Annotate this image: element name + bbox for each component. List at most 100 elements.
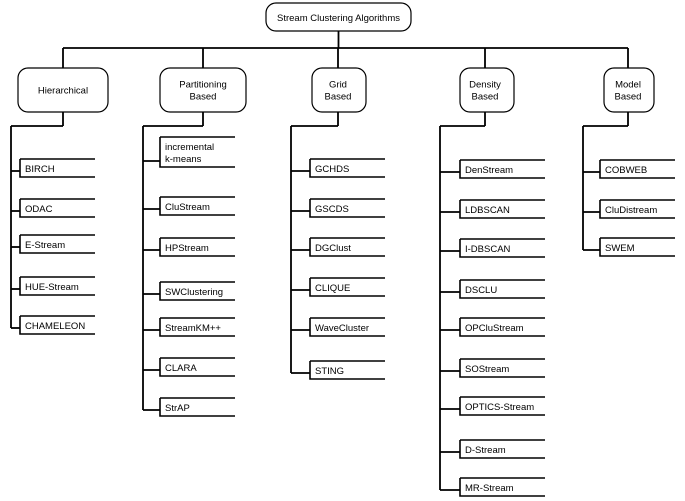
algorithm-item: HPStream: [143, 237, 235, 257]
algorithm-item: SOStream: [440, 358, 545, 378]
algorithm-item: DGClust: [291, 237, 385, 257]
item-bracket: [159, 237, 235, 257]
item-bracket: [159, 397, 235, 417]
item-bracket: [459, 439, 545, 459]
category-label-grid: Based: [325, 92, 352, 103]
algorithm-label: I-DBSCAN: [465, 244, 511, 255]
item-bracket: [159, 357, 235, 377]
algorithm-label: DenStream: [465, 165, 513, 176]
algorithm-label: incremental: [165, 142, 214, 153]
category-label-model: Based: [615, 92, 642, 103]
item-bracket: [459, 199, 545, 219]
algorithm-label: LDBSCAN: [465, 205, 510, 216]
algorithm-item: STING: [291, 360, 385, 380]
item-bracket: [19, 234, 95, 254]
algorithm-label: HPStream: [165, 243, 209, 254]
category-box-hierarchical: [17, 67, 109, 113]
item-bracket: [459, 477, 545, 497]
algorithm-item: COBWEB: [583, 159, 675, 179]
diagram-nodes: Stream Clustering Algorithms Hierarchica…: [11, 2, 675, 497]
category-label-density: Density: [469, 80, 501, 91]
item-bracket: [309, 277, 385, 297]
algorithm-label: CLIQUE: [315, 283, 350, 294]
category-box-model: [603, 67, 655, 113]
item-bracket: [599, 199, 675, 219]
item-bracket: [599, 159, 675, 179]
algorithm-item: OPTICS-Stream: [440, 396, 545, 416]
algorithm-item: D-Stream: [440, 439, 545, 459]
algorithm-label: D-Stream: [465, 445, 506, 456]
algorithm-item: StreamKM++: [143, 317, 235, 337]
algorithm-item: GSCDS: [291, 198, 385, 218]
algorithm-item: DenStream: [440, 159, 545, 179]
category-box-partitioning: [159, 67, 247, 113]
algorithm-item: StrAP: [143, 397, 235, 417]
algorithm-label: COBWEB: [605, 165, 647, 176]
item-bracket: [159, 317, 235, 337]
algorithm-label: WaveCluster: [315, 323, 369, 334]
algorithm-label: StreamKM++: [165, 323, 221, 334]
item-bracket: [19, 158, 95, 178]
item-bracket: [459, 317, 545, 337]
item-bracket: [599, 237, 675, 257]
algorithm-item: CLARA: [143, 357, 235, 377]
item-bracket: [159, 196, 235, 216]
algorithm-item: CluStream: [143, 196, 235, 216]
algorithm-label: DGClust: [315, 243, 351, 254]
algorithm-label: E-Stream: [25, 240, 65, 251]
algorithm-item: HUE-Stream: [11, 276, 95, 296]
item-bracket: [309, 198, 385, 218]
algorithm-label: STING: [315, 366, 344, 377]
category-label-grid: Grid: [329, 80, 347, 91]
algorithm-item: GCHDS: [291, 158, 385, 178]
item-bracket: [309, 237, 385, 257]
algorithm-label: StrAP: [165, 403, 190, 414]
category-label-hierarchical: Hierarchical: [38, 86, 88, 97]
algorithm-label: SWClustering: [165, 287, 223, 298]
algorithm-item: I-DBSCAN: [440, 238, 545, 258]
algorithm-label: MR-Stream: [465, 483, 514, 494]
item-bracket: [19, 198, 95, 218]
algorithm-label: SOStream: [465, 364, 509, 375]
algorithm-item: WaveCluster: [291, 317, 385, 337]
algorithm-item: SWClustering: [143, 281, 235, 301]
algorithm-item: CLIQUE: [291, 277, 385, 297]
algorithm-item: BIRCH: [11, 158, 95, 178]
category-label-partitioning: Based: [190, 92, 217, 103]
item-bracket: [309, 360, 385, 380]
algorithm-item: LDBSCAN: [440, 199, 545, 219]
category-label-partitioning: Partitioning: [179, 80, 227, 91]
item-bracket: [309, 317, 385, 337]
algorithm-label: k-means: [165, 154, 202, 165]
algorithm-label: CLARA: [165, 363, 197, 374]
algorithm-label: DSCLU: [465, 285, 497, 296]
algorithm-label: BIRCH: [25, 164, 55, 175]
root-node: Stream Clustering Algorithms: [265, 2, 412, 32]
algorithm-item: CHAMELEON: [11, 315, 95, 335]
algorithm-item: CluDistream: [583, 199, 675, 219]
algorithm-label: GSCDS: [315, 204, 349, 215]
algorithm-item: OPCluStream: [440, 317, 545, 337]
algorithm-label: CluStream: [165, 202, 210, 213]
algorithm-label: CluDistream: [605, 205, 657, 216]
algorithm-label: GCHDS: [315, 164, 349, 175]
item-bracket: [459, 358, 545, 378]
algorithm-label: OPTICS-Stream: [465, 402, 534, 413]
algorithm-item: ODAC: [11, 198, 95, 218]
algorithm-item: SWEM: [583, 237, 675, 257]
category-box-density: [459, 67, 515, 113]
root-node-label: Stream Clustering Algorithms: [277, 13, 400, 24]
item-bracket: [459, 279, 545, 299]
algorithm-item: DSCLU: [440, 279, 545, 299]
algorithm-label: CHAMELEON: [25, 321, 85, 332]
algorithm-label: HUE-Stream: [25, 282, 79, 293]
item-bracket: [19, 276, 95, 296]
category-label-density: Based: [472, 92, 499, 103]
algorithm-label: ODAC: [25, 204, 53, 215]
algorithm-item: MR-Stream: [440, 477, 545, 497]
